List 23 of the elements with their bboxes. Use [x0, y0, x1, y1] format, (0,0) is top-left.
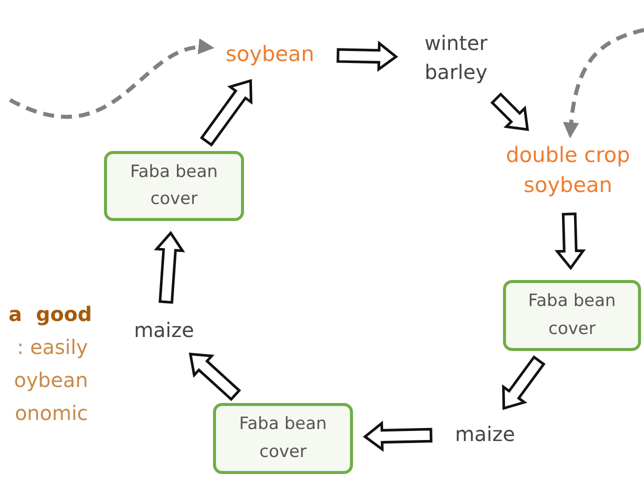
block-arrow: [362, 420, 432, 452]
crop-name: soybean: [226, 40, 314, 68]
dashed-arrow: [9, 40, 214, 118]
block-arrow: [336, 40, 398, 72]
block-arrow: [502, 355, 546, 410]
block-arrow: [188, 352, 242, 402]
block-arrow: [490, 92, 530, 132]
cover-crop-box: [104, 151, 244, 221]
crop-name: double crop soybean: [504, 142, 632, 199]
note-text: a good: [7, 301, 92, 328]
block-arrow: [554, 212, 586, 270]
cover-crop-box: [503, 280, 641, 351]
crop-name: maize: [134, 316, 194, 344]
note-text: : easily oybean onomic: [12, 334, 88, 427]
block-arrow: [200, 78, 252, 147]
cover-crop-box: [213, 403, 353, 474]
crop-name: maize: [454, 420, 516, 448]
crop-name: winter barley: [424, 30, 488, 86]
dashed-arrow: [563, 28, 644, 138]
box-text: Faba bean cover: [238, 413, 328, 464]
block-arrow: [154, 230, 186, 304]
box-text: Faba bean cover: [527, 290, 617, 340]
box-text: Faba bean cover: [129, 160, 219, 211]
